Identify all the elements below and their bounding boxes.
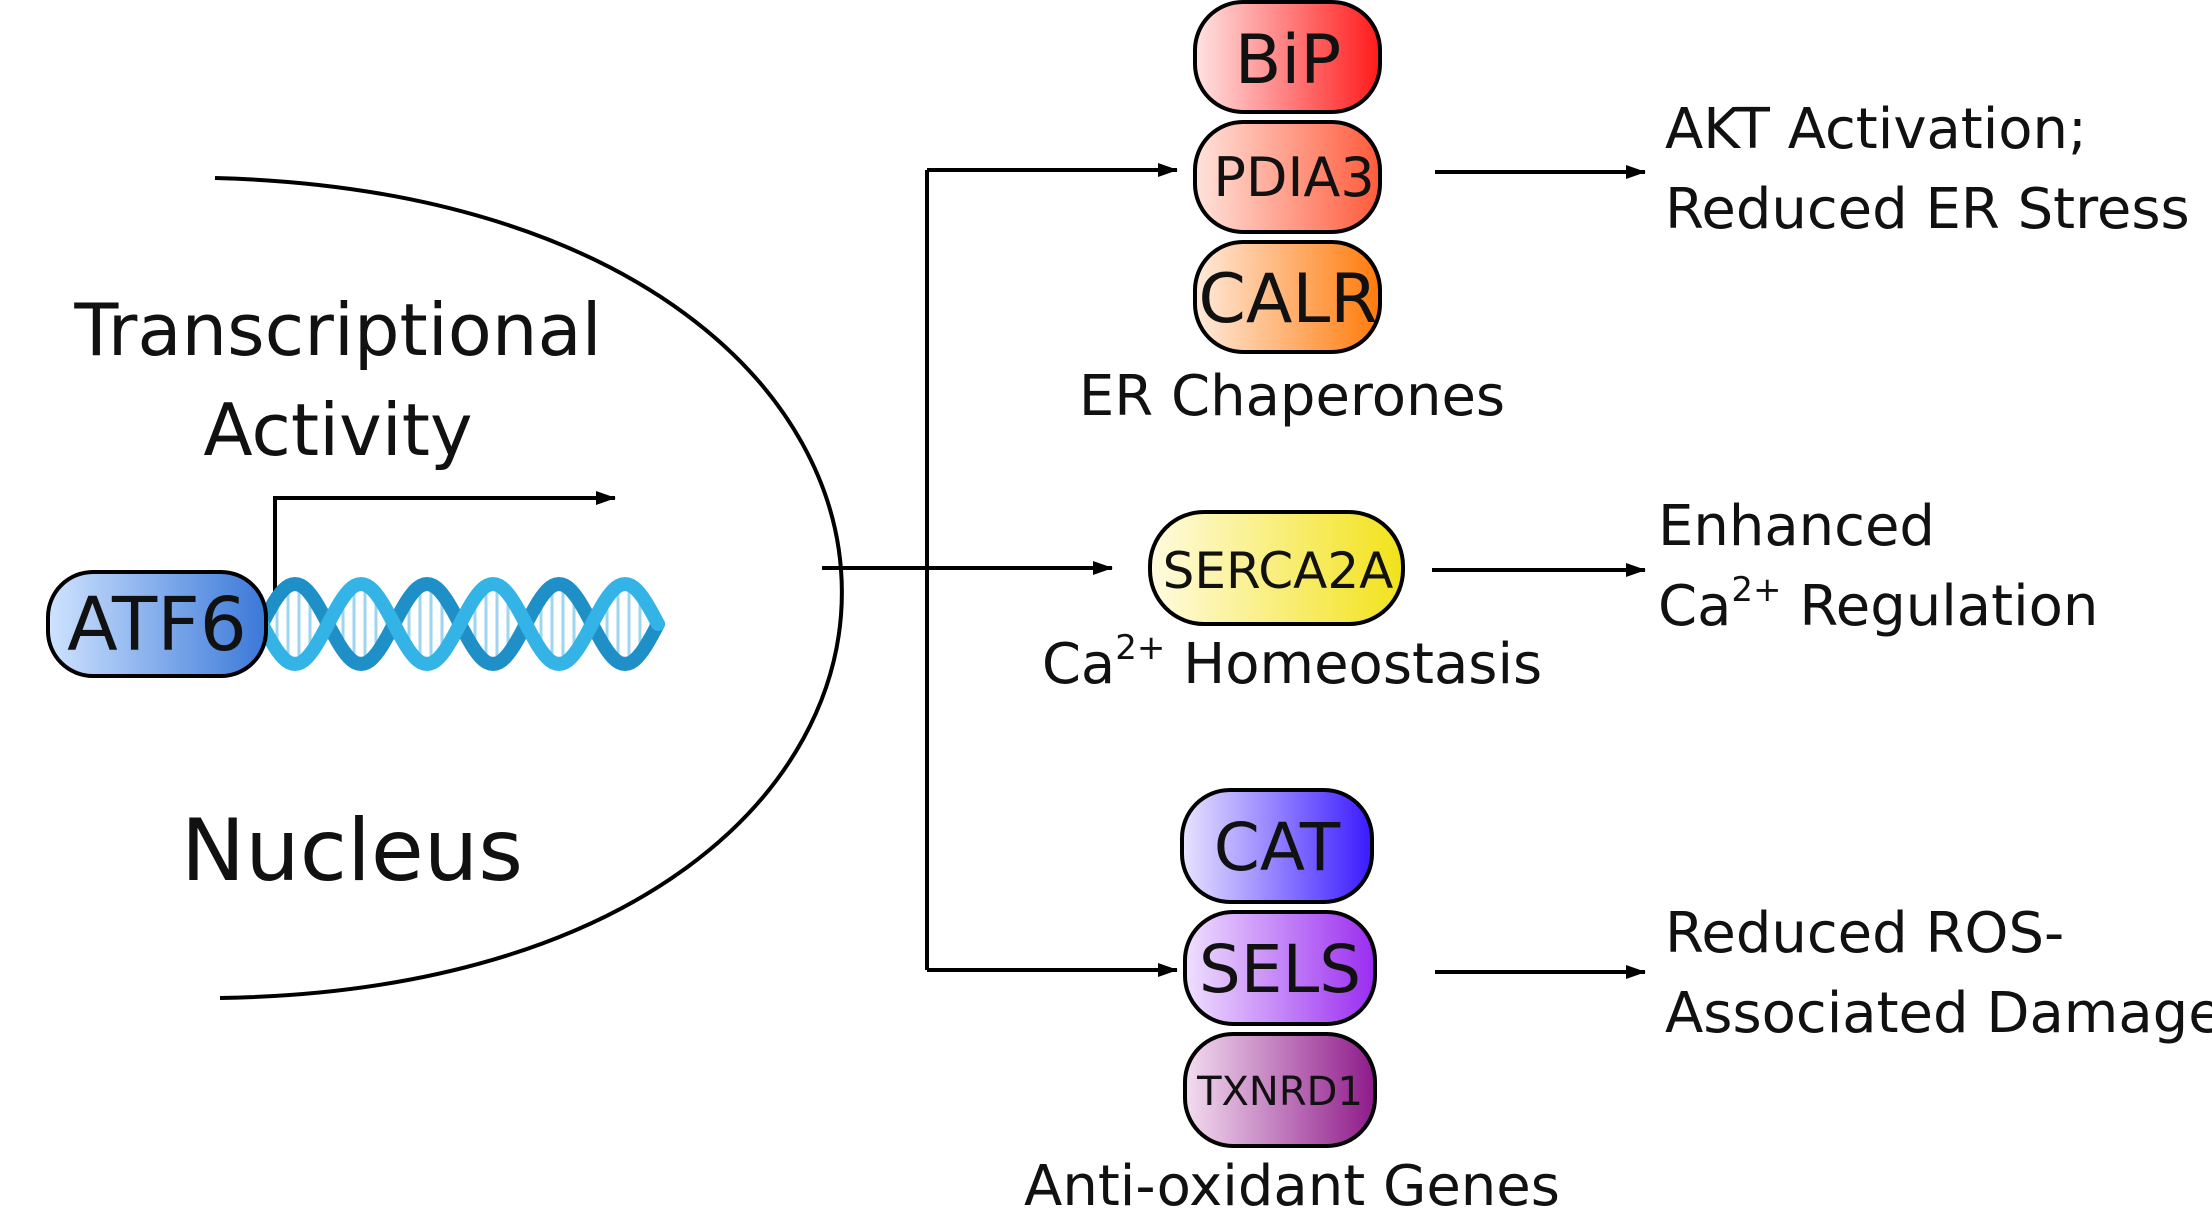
protein-cat: CAT: [1180, 788, 1374, 904]
protein-txnrd1: TXNRD1: [1183, 1032, 1377, 1148]
ca-superscript: 2+: [1115, 628, 1165, 668]
dna-helix-icon: [255, 576, 665, 672]
calr-label: CALR: [1198, 260, 1377, 339]
dna-strand-front: [255, 576, 665, 672]
nucleus-membrane: [214, 176, 844, 1000]
er-chaperones-label: ER Chaperones: [1079, 364, 1505, 429]
cat-label: CAT: [1214, 809, 1341, 886]
calcium-outcome-line1: Enhanced: [1658, 494, 1935, 559]
pdia3-label: PDIA3: [1213, 146, 1374, 209]
atf6-label: ATF6: [67, 582, 247, 668]
transcription-start-arrow: [273, 491, 616, 600]
outcome-regulation-text: Regulation: [1782, 574, 2099, 639]
antioxidant-genes-label: Anti-oxidant Genes: [1024, 1154, 1560, 1219]
calcium-outcome-line2: Ca2+ Regulation: [1658, 570, 2098, 639]
nucleus-label: Nucleus: [181, 801, 523, 901]
transcriptional-activity-line1: Transcriptional: [73, 288, 601, 372]
outcome-ca-text: Ca: [1658, 574, 1731, 639]
calcium-homeostasis-label: Ca2+ Homeostasis: [1042, 628, 1542, 697]
outcome-ca-superscript: 2+: [1731, 570, 1781, 610]
antioxidant-outcome-line1: Reduced ROS-: [1665, 901, 2064, 966]
transcriptional-activity-line2: Activity: [203, 388, 472, 472]
er-outcome-line2: Reduced ER Stress: [1665, 177, 2190, 242]
txnrd1-label: TXNRD1: [1196, 1069, 1363, 1115]
ca-text: Ca: [1042, 632, 1115, 697]
bip-label: BiP: [1235, 21, 1342, 100]
homeostasis-text: Homeostasis: [1165, 632, 1542, 697]
protein-bip: BiP: [1193, 0, 1382, 114]
atf6-protein: ATF6: [46, 570, 268, 678]
serca2a-label: SERCA2A: [1163, 542, 1394, 600]
antioxidant-outcome-line2: Associated Damage: [1665, 981, 2212, 1046]
protein-calr: CALR: [1193, 240, 1382, 354]
protein-pdia3: PDIA3: [1193, 120, 1382, 234]
er-outcome-line1: AKT Activation;: [1665, 97, 2087, 162]
protein-serca2a: SERCA2A: [1148, 510, 1405, 626]
sels-label: SELS: [1199, 931, 1361, 1008]
protein-sels: SELS: [1183, 910, 1377, 1026]
